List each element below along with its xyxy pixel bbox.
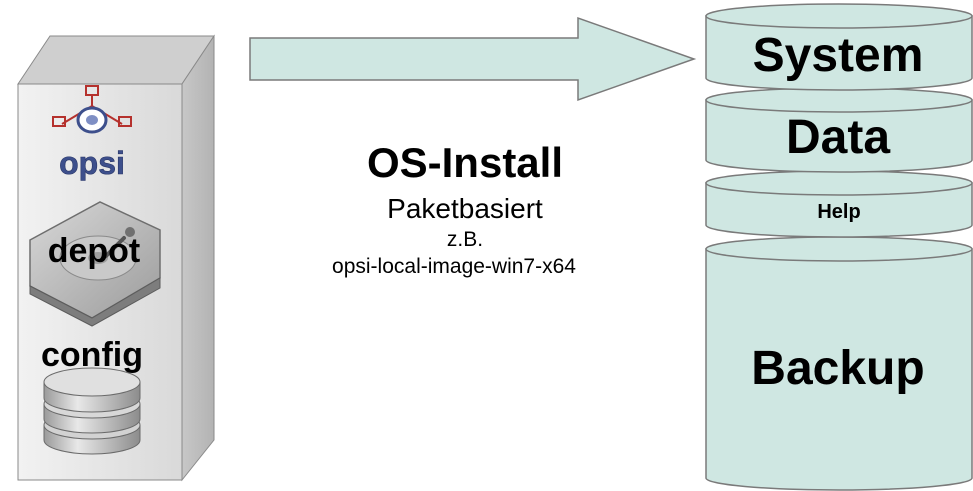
depot-label: depot (48, 232, 141, 270)
config-label: config (41, 336, 143, 374)
partition-help (705, 170, 973, 238)
subtitle-paketbasiert: Paketbasiert (387, 193, 543, 224)
center-caption: OS-Install Paketbasiert z.B. opsi-local-… (332, 139, 576, 278)
partition-help-label: Help (817, 201, 860, 223)
partition-data (705, 87, 973, 173)
tower-top-face (17, 35, 215, 85)
server-tower: opsi depot config (17, 34, 215, 482)
partition-system-label: System (753, 29, 924, 82)
opsi-logo-text: opsi (59, 145, 125, 181)
example-package-name: opsi-local-image-win7-x64 (332, 255, 576, 278)
install-arrow (249, 16, 697, 102)
os-install-title: OS-Install (367, 139, 563, 186)
partition-data-label: Data (786, 111, 890, 164)
partition-backup-label: Backup (751, 342, 924, 395)
example-prefix: z.B. (447, 228, 483, 251)
opsi-network-icon (52, 85, 132, 134)
database-icon (43, 367, 141, 455)
partition-backup (705, 236, 973, 491)
disk-partition-stack: System Data Help Backup (705, 3, 973, 491)
partition-system (705, 3, 973, 91)
tower-side-face (181, 34, 215, 482)
hard-disk-icon (29, 201, 161, 327)
